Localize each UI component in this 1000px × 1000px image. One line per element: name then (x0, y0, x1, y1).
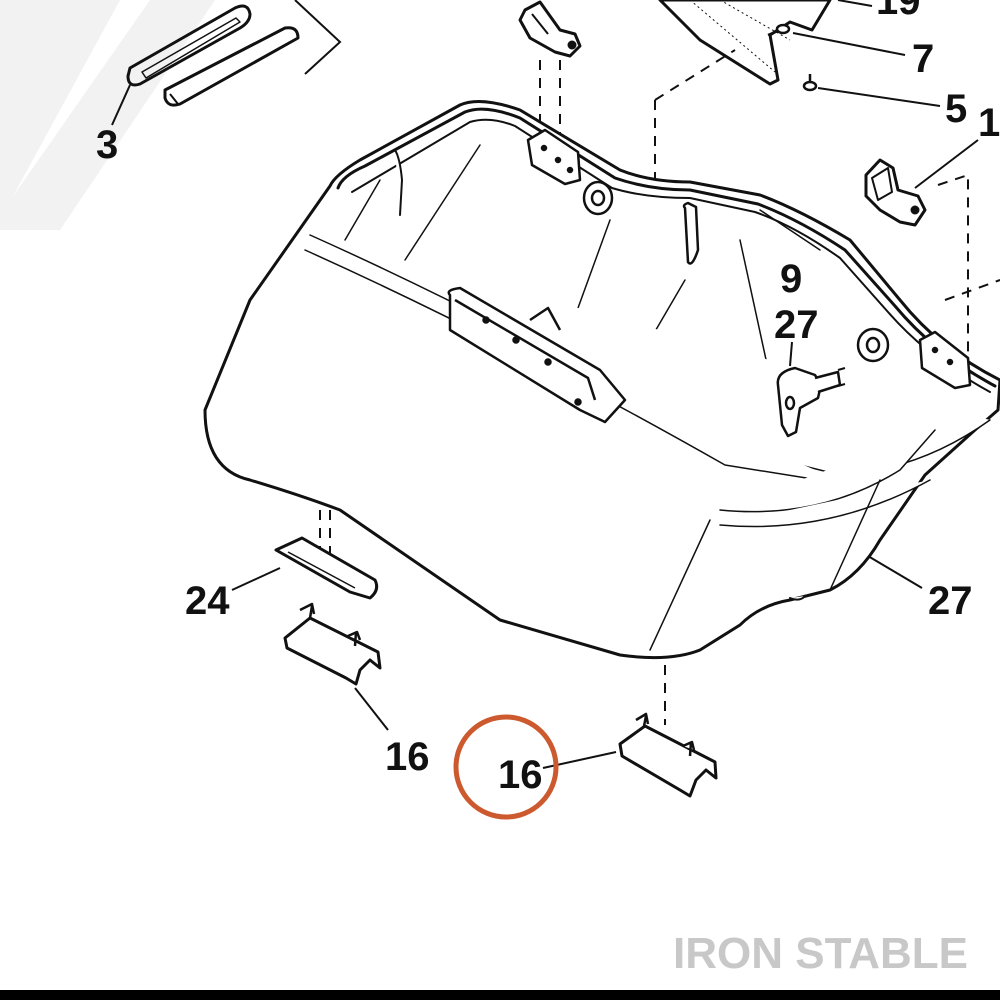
leader-3 (111, 0, 342, 126)
part-16-mount-right (618, 712, 718, 798)
top-latch-bracket (518, 0, 582, 58)
callout-27a: 27 (774, 303, 819, 347)
callout-16a: 16 (385, 735, 430, 779)
lid-corner-part-19 (658, 0, 832, 86)
leader-24 (231, 567, 281, 591)
callout-labels: 3 19 7 5 17 9 27 24 27 16 16 (96, 0, 1000, 797)
grommets (582, 180, 890, 363)
callout-7: 7 (912, 37, 934, 81)
lock-knob-assembly (776, 366, 846, 438)
callout-3: 3 (96, 123, 118, 167)
screw-part-7 (767, 23, 791, 37)
callout-9: 9 (780, 257, 802, 301)
highlight-ring (453, 714, 559, 820)
leader-17 (914, 139, 979, 189)
brand-watermark: IRON STABLE (673, 929, 968, 978)
callout-27b: 27 (928, 579, 973, 623)
callout-16b: 16 (498, 753, 543, 797)
callout-24: 24 (185, 579, 230, 623)
backdrop-stripes (0, 0, 215, 230)
callout-17: 17 (978, 101, 1000, 145)
screw-part-5 (802, 74, 818, 92)
callout-19: 19 (876, 0, 921, 23)
leaders-top-right (792, 0, 941, 107)
part-3-gasket (126, 4, 300, 107)
bottom-bar (0, 990, 1000, 1000)
callout-5: 5 (945, 87, 967, 131)
leader-9-27 (789, 341, 793, 367)
inner-hinge-plates (526, 128, 972, 390)
part-24-pad (274, 536, 379, 600)
leader-16-left (354, 687, 389, 731)
part-16-mount-left (283, 602, 382, 686)
inner-latch-strip (447, 286, 627, 424)
leader-27-right (867, 555, 923, 589)
right-latch-bracket (864, 158, 927, 227)
